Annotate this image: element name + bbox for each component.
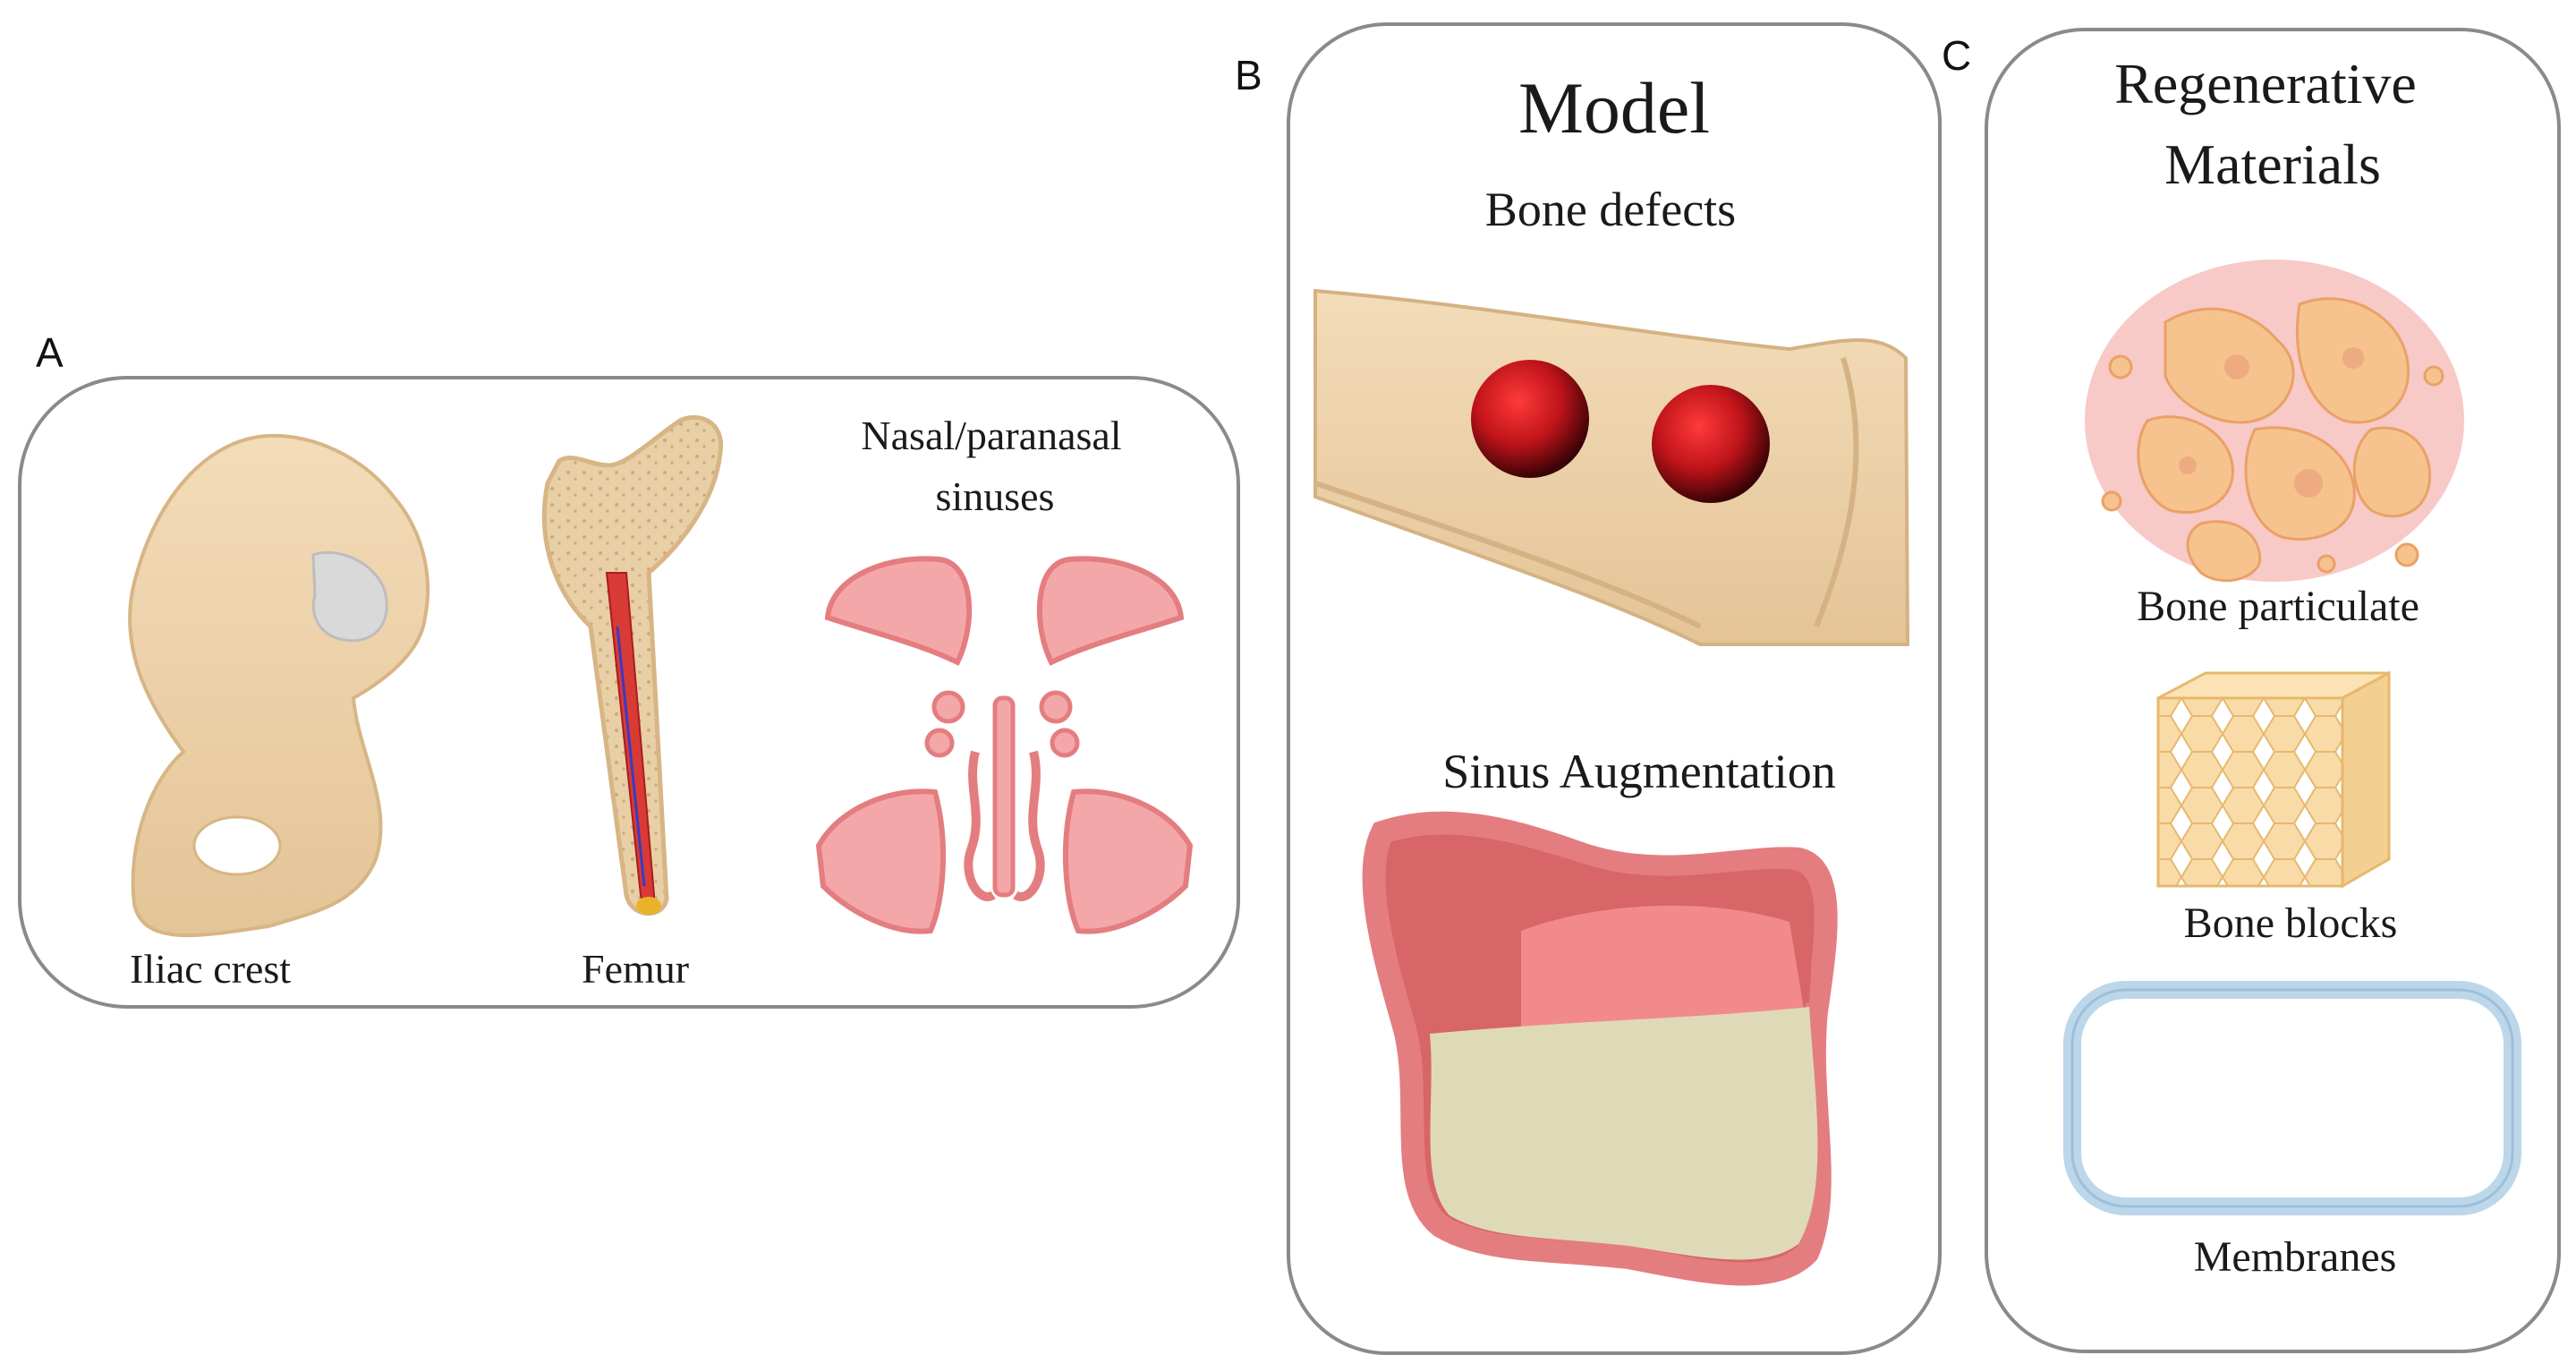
panel-c-letter: C [1942,32,1971,79]
panel-a-letter: A [36,329,64,376]
bone-defects-label: Bone defects [1485,183,1736,236]
nasal-label-line2: sinuses [936,473,1055,519]
femur-illustration: Femur [541,414,723,992]
bone-blocks-label: Bone blocks [2184,899,2398,947]
sinus-augmentation-label: Sinus Augmentation [1442,745,1836,798]
bone-defect-1 [1471,360,1589,478]
panel-c: C Regenerative Materials [1942,28,2561,1353]
bone-particulate-illustration: Bone particulate [2085,260,2464,630]
iliac-crest-illustration: Iliac crest [128,433,430,992]
nasal-label-line1: Nasal/paranasal [861,413,1121,458]
panel-a: A Iliac crest Femur Nasal/paranasal sinu… [18,329,1240,1009]
bone-blocks-illustration: Bone blocks [2156,670,2398,947]
bone-particulate-label: Bone particulate [2137,583,2419,630]
panel-c-title-line1: Regenerative [2114,52,2417,115]
panel-b-letter: B [1235,52,1262,98]
membranes-illustration: Membranes [2063,981,2521,1281]
panel-b: B Model Bone defects Sinus Augmentation [1235,22,1942,1355]
iliac-crest-label: Iliac crest [130,946,291,992]
membranes-label: Membranes [2194,1233,2397,1281]
sinus-augmentation-illustration [1362,811,1838,1286]
femur-label: Femur [582,946,689,992]
panel-b-title: Model [1518,67,1710,149]
panel-c-title-line2: Materials [2164,132,2381,196]
bone-defects-illustration [1314,288,1910,646]
sinuses-illustration: Nasal/paranasal sinuses [815,413,1194,934]
bone-defect-2 [1652,385,1770,503]
